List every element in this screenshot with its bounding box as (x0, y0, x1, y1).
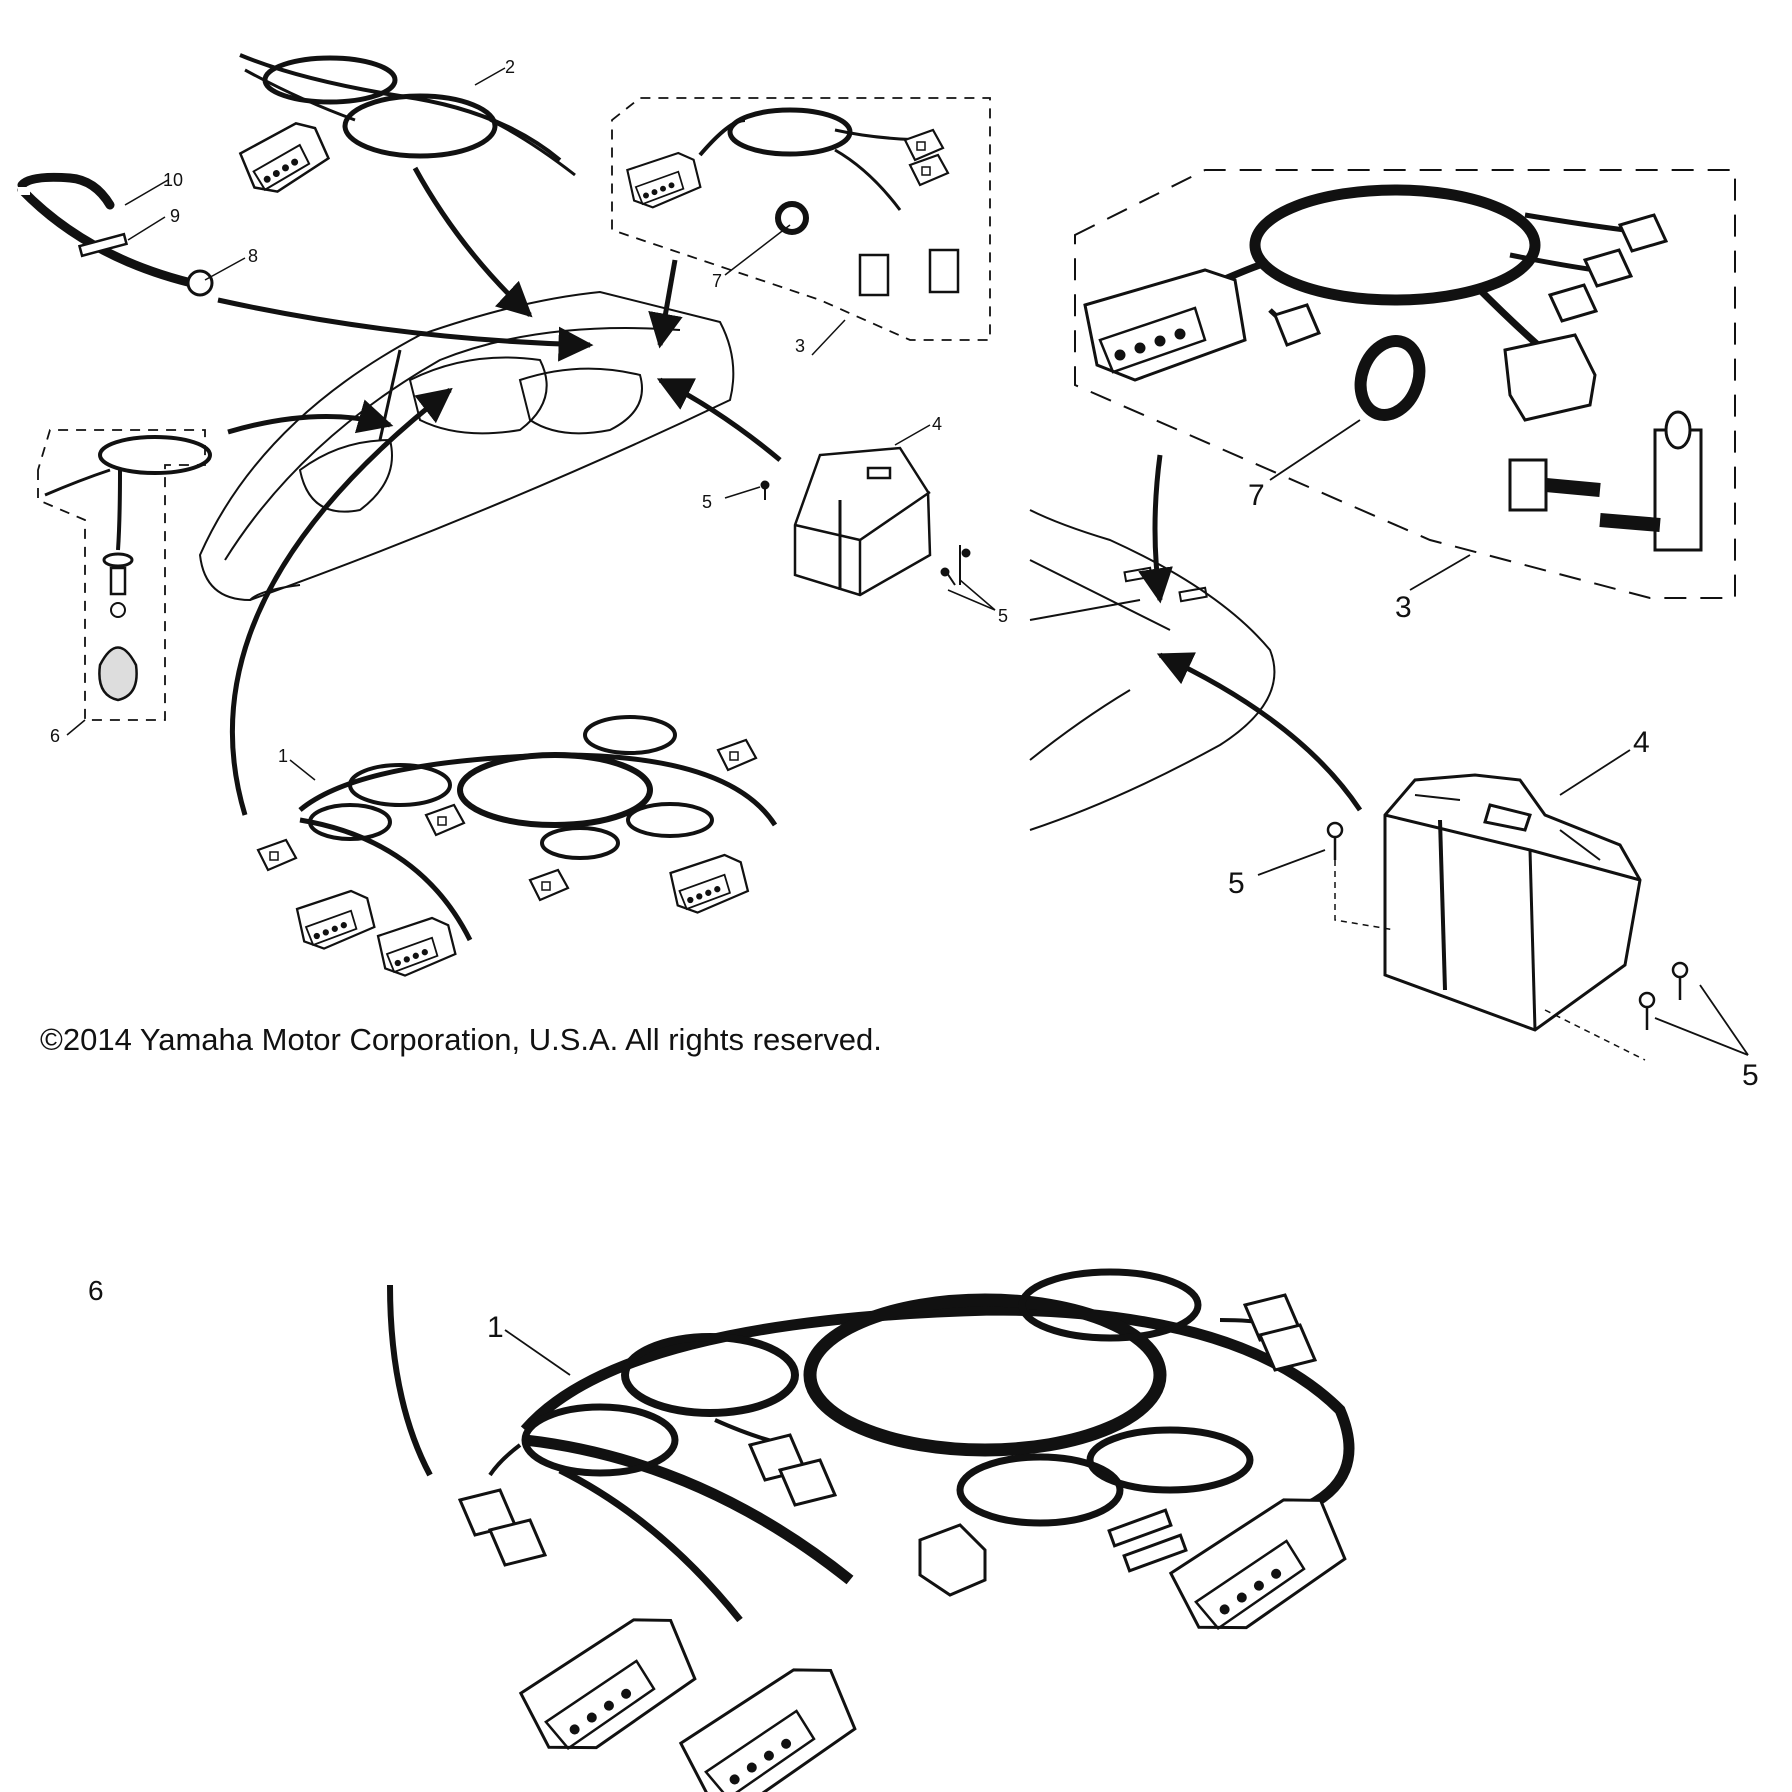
detail-battery: 7 3 4 5 5 (1029, 169, 1759, 1092)
detail-callout-4: 4 (1633, 726, 1650, 759)
copyright-notice: ©2014 Yamaha Motor Corporation, U.S.A. A… (40, 1022, 882, 1057)
callout-6: 6 (50, 726, 60, 746)
detail-leaders (1257, 419, 1749, 1056)
battery-cable (17, 172, 214, 297)
lamp-kit-6 (37, 429, 212, 721)
callout-8: 8 (248, 246, 258, 266)
detail-callouts: 7 3 4 5 5 (1228, 479, 1759, 1092)
detail-hull (1029, 509, 1276, 831)
detail-arrows (1138, 454, 1363, 812)
connector-b (678, 1668, 857, 1792)
callout-3: 3 (795, 336, 805, 356)
harness-1-small (256, 715, 778, 977)
small-connectors (457, 1293, 1318, 1597)
callout-1: 1 (278, 746, 288, 766)
detail-callout-5b: 5 (1742, 1059, 1759, 1092)
callout-9: 9 (170, 206, 180, 226)
detail-callout-7: 7 (1248, 479, 1265, 512)
overview-arrows (217, 166, 782, 816)
callout-5a: 5 (702, 492, 712, 512)
callout-10: 10 (163, 170, 183, 190)
detail-battery-box-4 (1383, 773, 1642, 1032)
kit-3-box (611, 97, 991, 341)
overview-callouts: 2 10 9 8 7 3 4 5 5 6 1 (50, 57, 1008, 766)
detail-callout-1: 1 (487, 1311, 504, 1344)
detail-callout-5a: 5 (1228, 867, 1245, 900)
overview-diagram: 2 10 9 8 7 3 4 5 5 6 1 (17, 53, 1008, 977)
detail-harness: 6 (88, 1268, 1355, 1792)
callout-5b: 5 (998, 606, 1008, 626)
callout-2: 2 (505, 57, 515, 77)
detail-kit-3-box (1074, 169, 1736, 599)
overview-leaders (66, 67, 996, 781)
detail-screws-5 (1326, 821, 1689, 1061)
battery-box-4 (793, 446, 961, 597)
harness-2 (235, 53, 576, 199)
detail-callout-6: 6 (88, 1275, 104, 1306)
connector-c (1168, 1498, 1347, 1631)
callout-7: 7 (712, 271, 722, 291)
callout-4: 4 (932, 414, 942, 434)
screws-5-overview (760, 480, 971, 577)
connector-a (518, 1618, 697, 1751)
detail-callout-3: 3 (1395, 591, 1412, 624)
detail-harness-leader: 1 (487, 1311, 571, 1376)
